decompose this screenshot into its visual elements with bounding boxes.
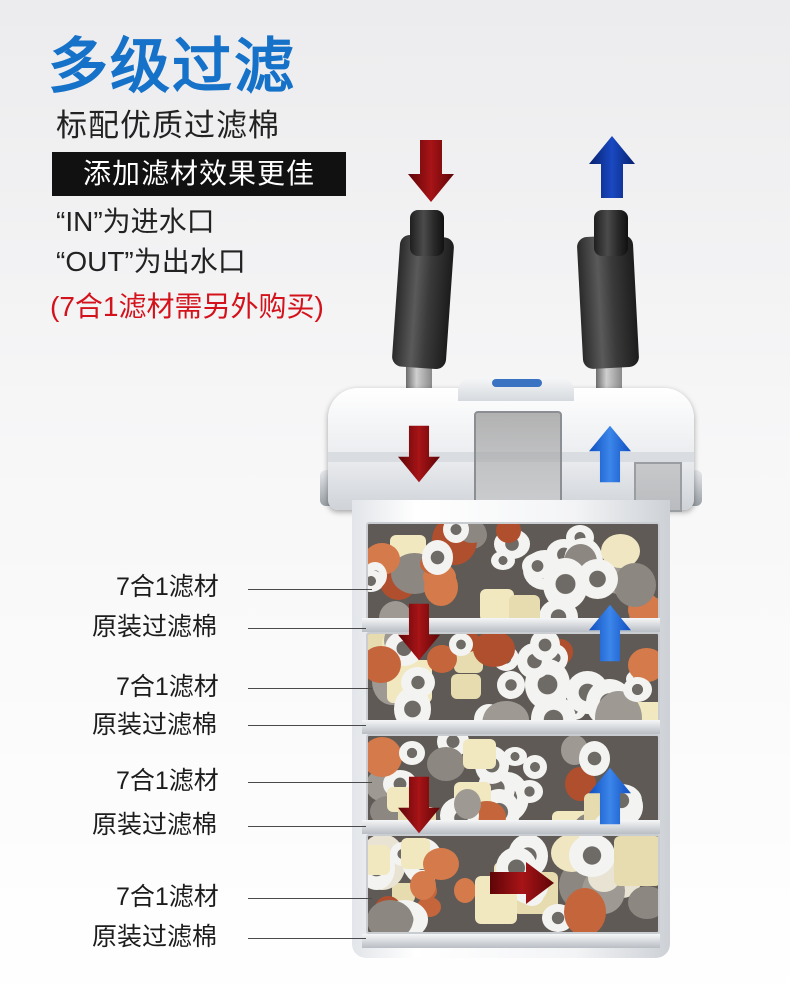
filter-media-piece bbox=[392, 883, 415, 904]
layer4-media-leader bbox=[248, 898, 372, 899]
filter-media-piece bbox=[399, 741, 425, 765]
filter-media-piece bbox=[368, 900, 413, 932]
filter-media-piece bbox=[401, 667, 435, 699]
layer2-cotton-label: 原装过滤棉 bbox=[92, 711, 218, 739]
layer3-cotton-label: 原装过滤棉 bbox=[92, 811, 218, 839]
filter-media-piece bbox=[614, 836, 658, 887]
inlet-arrow-down-icon bbox=[408, 140, 454, 202]
lid-window bbox=[474, 411, 562, 513]
filter-media-piece bbox=[491, 551, 515, 571]
filter-media-piece bbox=[368, 646, 401, 684]
tier-divider bbox=[362, 934, 660, 948]
inlet-cap bbox=[410, 210, 444, 256]
filter-media-piece bbox=[427, 747, 465, 782]
lid-arrow-up-icon bbox=[589, 425, 631, 483]
filter-media-piece bbox=[530, 634, 560, 661]
filter-tier bbox=[366, 834, 660, 934]
layer1-media-leader bbox=[248, 589, 372, 590]
filter-media-piece bbox=[480, 589, 514, 620]
page-title: 多级过滤 bbox=[48, 33, 296, 100]
layer4-cotton-leader bbox=[248, 938, 366, 939]
filter-media-piece bbox=[496, 524, 521, 543]
outlet-arrow-up-icon bbox=[589, 136, 635, 198]
filter-media-piece bbox=[491, 891, 517, 923]
filter-media-piece bbox=[503, 747, 527, 767]
filter-media-piece bbox=[523, 755, 547, 780]
filter-media-piece bbox=[368, 737, 402, 778]
filter-media-piece bbox=[423, 848, 459, 881]
filter-media-piece bbox=[516, 780, 543, 803]
layer2-media-leader bbox=[248, 688, 372, 689]
filter-media-piece bbox=[449, 634, 473, 657]
layer3-media-label: 7合1滤材 bbox=[116, 767, 219, 795]
inlet-note: “IN”为进水口 bbox=[56, 206, 215, 237]
filter-media-piece bbox=[463, 739, 496, 769]
outlet-note: “OUT”为出水口 bbox=[56, 246, 246, 277]
tier-divider bbox=[362, 820, 660, 834]
layer1-cotton-label: 原装过滤棉 bbox=[92, 613, 218, 641]
tier-divider bbox=[362, 618, 660, 632]
filter-media-piece bbox=[422, 540, 453, 575]
filter-media-piece bbox=[473, 634, 515, 667]
lid-arrow-down-icon bbox=[398, 425, 440, 483]
tier3-arrow-up-icon bbox=[589, 767, 631, 825]
layer3-cotton-leader bbox=[248, 826, 366, 827]
layer1-cotton-leader bbox=[248, 628, 366, 629]
layer4-media-label: 7合1滤材 bbox=[116, 883, 219, 911]
promo-tag: 添加滤材效果更佳 bbox=[52, 152, 346, 196]
filter-media-piece bbox=[628, 886, 658, 920]
filter-media-piece bbox=[451, 674, 481, 700]
purchase-note: (7合1滤材需另外购买) bbox=[50, 291, 324, 322]
layer4-cotton-label: 原装过滤棉 bbox=[92, 923, 218, 951]
filter-media-piece bbox=[564, 888, 606, 932]
filter-media-piece bbox=[443, 524, 469, 544]
layer1-media-label: 7合1滤材 bbox=[116, 573, 219, 601]
filter-media-piece bbox=[577, 559, 618, 600]
outlet-cap bbox=[594, 210, 628, 256]
lid-badge bbox=[492, 379, 542, 387]
tier1-arrow-up-icon bbox=[589, 604, 631, 662]
filter-media-piece bbox=[509, 595, 540, 620]
filter-media-piece bbox=[628, 648, 658, 683]
tier1-arrow-down-icon bbox=[398, 603, 440, 661]
filter-media-piece bbox=[454, 878, 476, 904]
layer3-media-leader bbox=[248, 782, 372, 783]
filter-media-piece bbox=[579, 741, 610, 776]
tier-divider bbox=[362, 720, 660, 734]
filter-media-piece bbox=[569, 836, 615, 877]
filter-media-piece bbox=[614, 563, 656, 608]
filter-media-piece bbox=[454, 789, 481, 820]
filter-media-piece bbox=[497, 671, 525, 700]
tier3-arrow-down-icon bbox=[398, 776, 440, 834]
layer2-cotton-leader bbox=[248, 725, 366, 726]
page-subtitle: 标配优质过滤棉 bbox=[56, 108, 280, 143]
filter-tier bbox=[366, 522, 660, 622]
filter-media-piece bbox=[379, 601, 412, 620]
filter-media-piece bbox=[368, 845, 390, 875]
filter-media-piece bbox=[368, 570, 384, 592]
tier4-arrow-right-icon bbox=[490, 862, 554, 904]
layer2-media-label: 7合1滤材 bbox=[116, 673, 219, 701]
filter-media-piece bbox=[623, 677, 652, 702]
